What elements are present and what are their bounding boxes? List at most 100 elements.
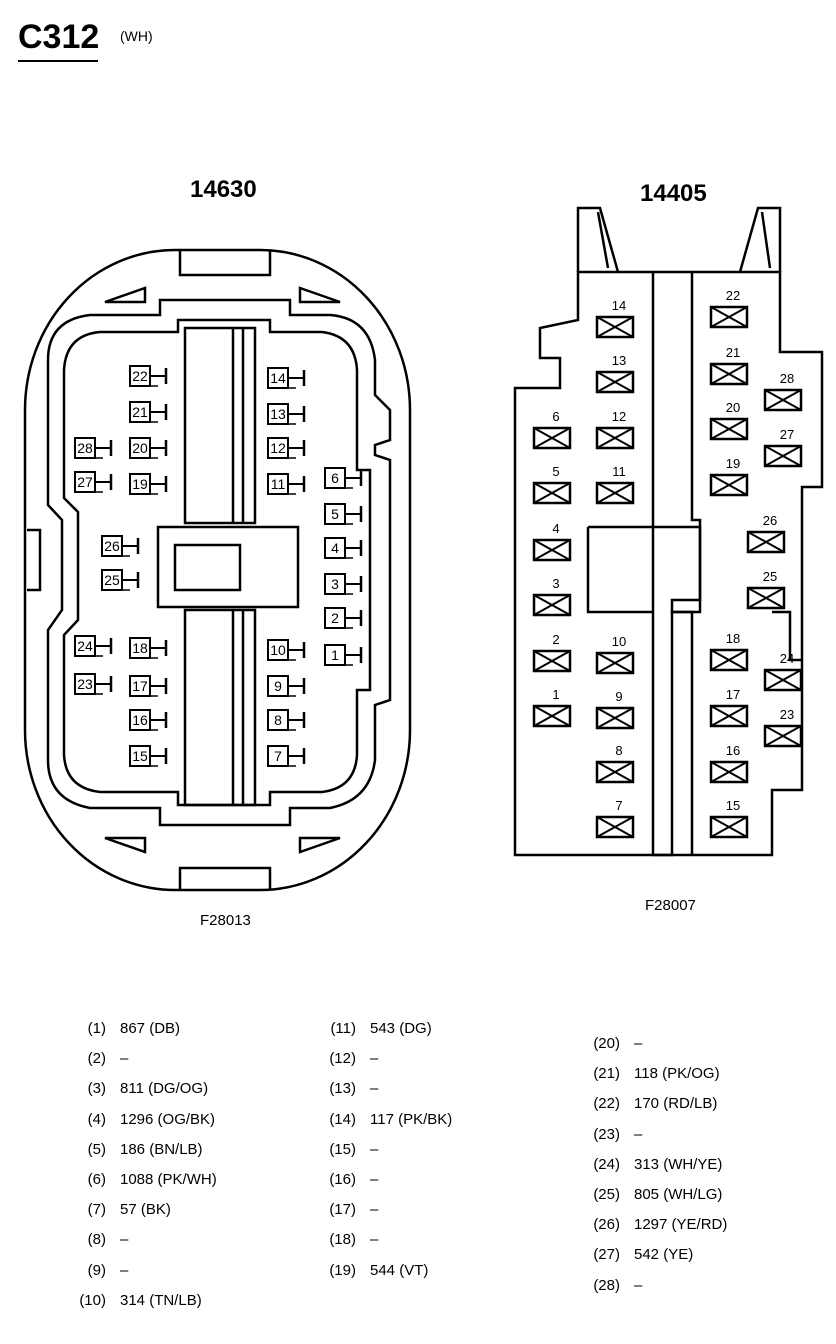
- left-cavity: 21: [129, 401, 168, 423]
- left-cavity-label: 14: [270, 370, 286, 386]
- left-cavity-label: 1: [331, 647, 339, 663]
- right-cavity: 10: [595, 634, 635, 675]
- left-cavity: 13: [267, 403, 306, 425]
- circuit-label: –: [634, 1035, 643, 1052]
- right-cavity: 17: [709, 687, 749, 728]
- left-cavity: 15: [129, 745, 168, 767]
- right-right-latch: [738, 206, 782, 273]
- right-cavity-label: 10: [612, 634, 626, 649]
- circuit-label: 313 (WH/YE): [634, 1155, 723, 1173]
- left-cavity-label: 15: [132, 748, 148, 764]
- circuit-label: 314 (TN/LB): [120, 1291, 202, 1309]
- right-cavity-label: 16: [726, 743, 740, 758]
- left-cavity: 3: [324, 573, 363, 595]
- right-cavity: 24: [763, 651, 803, 692]
- right-cavity: 16: [709, 743, 749, 784]
- right-connector-part-number: 14405: [640, 180, 707, 207]
- right-cavity: 13: [595, 353, 635, 394]
- right-cavity-label: 19: [726, 456, 740, 471]
- right-cavity: 15: [709, 798, 749, 839]
- pinout-row: (2)–: [60, 1050, 217, 1080]
- pin-number: (4): [87, 1110, 106, 1128]
- left-cavity-label: 18: [132, 640, 148, 656]
- right-cavity-label: 7: [615, 798, 622, 813]
- pin-number: (27): [593, 1246, 620, 1264]
- left-cavity-label: 23: [77, 676, 93, 692]
- right-cavity-label: 17: [726, 687, 740, 702]
- pin-number: (16): [329, 1170, 356, 1188]
- right-cavity-label: 14: [612, 298, 626, 313]
- connector-color-code: (WH): [120, 28, 153, 44]
- left-cavity-label: 28: [77, 440, 93, 456]
- pin-number: (23): [593, 1125, 620, 1143]
- circuit-label: 170 (RD/LB): [634, 1095, 718, 1113]
- pin-number: (12): [329, 1050, 356, 1068]
- left-cavity: 25: [101, 569, 140, 591]
- pin-number: (18): [329, 1231, 356, 1249]
- left-cavity: 11: [267, 473, 306, 495]
- circuit-label: 57 (BK): [120, 1201, 171, 1219]
- right-cavity: 21: [709, 345, 749, 386]
- left-cavity-label: 27: [77, 474, 93, 490]
- left-cavity: 26: [101, 535, 140, 557]
- right-cavity-label: 8: [615, 743, 622, 758]
- pinout-row: (13)–: [310, 1080, 452, 1110]
- left-cavity-label: 3: [331, 576, 339, 592]
- pinout-row: (23)–: [574, 1126, 727, 1156]
- pin-number: (9): [87, 1261, 106, 1279]
- left-lower-lock-bar: [183, 608, 257, 807]
- left-cavity: 4: [324, 537, 363, 559]
- title-underline: [18, 60, 98, 62]
- circuit-label: –: [370, 1080, 379, 1098]
- pinout-row: (19)544 (VT): [310, 1262, 452, 1292]
- pin-number: (25): [593, 1185, 620, 1203]
- left-cavity-label: 10: [270, 642, 286, 658]
- left-cavity: 17: [129, 675, 168, 697]
- pinout-column-3: (20)–(21)118 (PK/OG)(22)170 (RD/LB)(23)–…: [574, 1035, 727, 1307]
- right-cavity: 25: [746, 569, 786, 610]
- circuit-label: 544 (VT): [370, 1261, 429, 1279]
- circuit-label: 867 (DB): [120, 1020, 181, 1037]
- right-cavities: 1413121165432110987222128202719262518241…: [532, 288, 803, 839]
- pinout-row: (16)–: [310, 1171, 452, 1201]
- right-cavity-label: 4: [552, 521, 559, 536]
- right-cavity: 8: [595, 743, 635, 784]
- pin-number: (13): [329, 1080, 356, 1098]
- circuit-label: 117 (PK/BK): [370, 1110, 453, 1128]
- pinout-row: (5)186 (BN/LB): [60, 1141, 217, 1171]
- right-cavity: 12: [595, 409, 635, 450]
- right-cavity: 27: [763, 427, 803, 468]
- left-cavity-label: 8: [274, 712, 282, 728]
- left-cavity-label: 6: [331, 470, 339, 486]
- right-cavity-label: 21: [726, 345, 740, 360]
- connector-title: C312: [18, 18, 100, 56]
- left-cavity: 22: [129, 365, 168, 387]
- right-cavity-label: 22: [726, 288, 740, 303]
- pin-number: (6): [87, 1170, 106, 1188]
- right-cavity-label: 11: [612, 464, 626, 479]
- left-cavity: 5: [324, 503, 363, 525]
- circuit-label: 186 (BN/LB): [120, 1140, 203, 1158]
- left-cavity: 24: [74, 635, 113, 657]
- left-cavity: 2: [324, 607, 363, 629]
- right-cavity-label: 23: [780, 707, 794, 722]
- circuit-label: –: [370, 1050, 379, 1068]
- pin-number: (20): [593, 1035, 620, 1052]
- right-cavity-label: 6: [552, 409, 559, 424]
- right-cavity-label: 18: [726, 631, 740, 646]
- right-cavity: 18: [709, 631, 749, 672]
- pin-number: (14): [329, 1110, 356, 1128]
- right-cavity-label: 20: [726, 400, 740, 415]
- pinout-row: (20)–: [574, 1035, 727, 1065]
- left-cavity: 27: [74, 471, 113, 493]
- pin-number: (2): [87, 1050, 106, 1068]
- right-cavity: 26: [746, 513, 786, 554]
- left-center-window: [173, 543, 242, 592]
- right-cavity: 6: [532, 409, 572, 450]
- pinout-row: (22)170 (RD/LB): [574, 1095, 727, 1125]
- left-cavity: 9: [267, 675, 306, 697]
- right-cavity: 9: [595, 689, 635, 730]
- right-cavity: 19: [709, 456, 749, 497]
- left-upper-lock-bar: [183, 326, 257, 525]
- circuit-label: 1088 (PK/WH): [120, 1170, 217, 1188]
